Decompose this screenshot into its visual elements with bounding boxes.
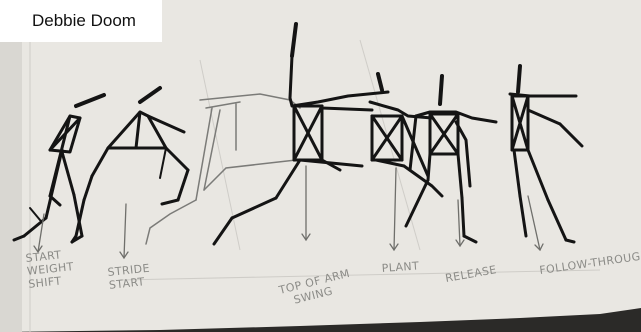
figure-follow-through <box>508 64 584 244</box>
figure-pencil-sketch <box>145 93 301 245</box>
label-start-weight-shift: START WEIGHT SHIFT <box>25 247 80 291</box>
caption-title: Debbie Doom <box>32 11 136 30</box>
label-stride-start: STRIDE START <box>107 261 156 292</box>
label-arrows <box>33 165 544 260</box>
label-plant: PLANT <box>381 259 419 275</box>
figure-stride-start <box>70 86 190 244</box>
figure-top-of-arm-swing <box>212 22 390 246</box>
figure-start-weight-shift <box>12 93 106 244</box>
paper-shadow <box>0 0 22 332</box>
figure-plant <box>368 72 444 198</box>
figure-release <box>404 74 498 244</box>
caption-box: Debbie Doom <box>0 0 162 42</box>
